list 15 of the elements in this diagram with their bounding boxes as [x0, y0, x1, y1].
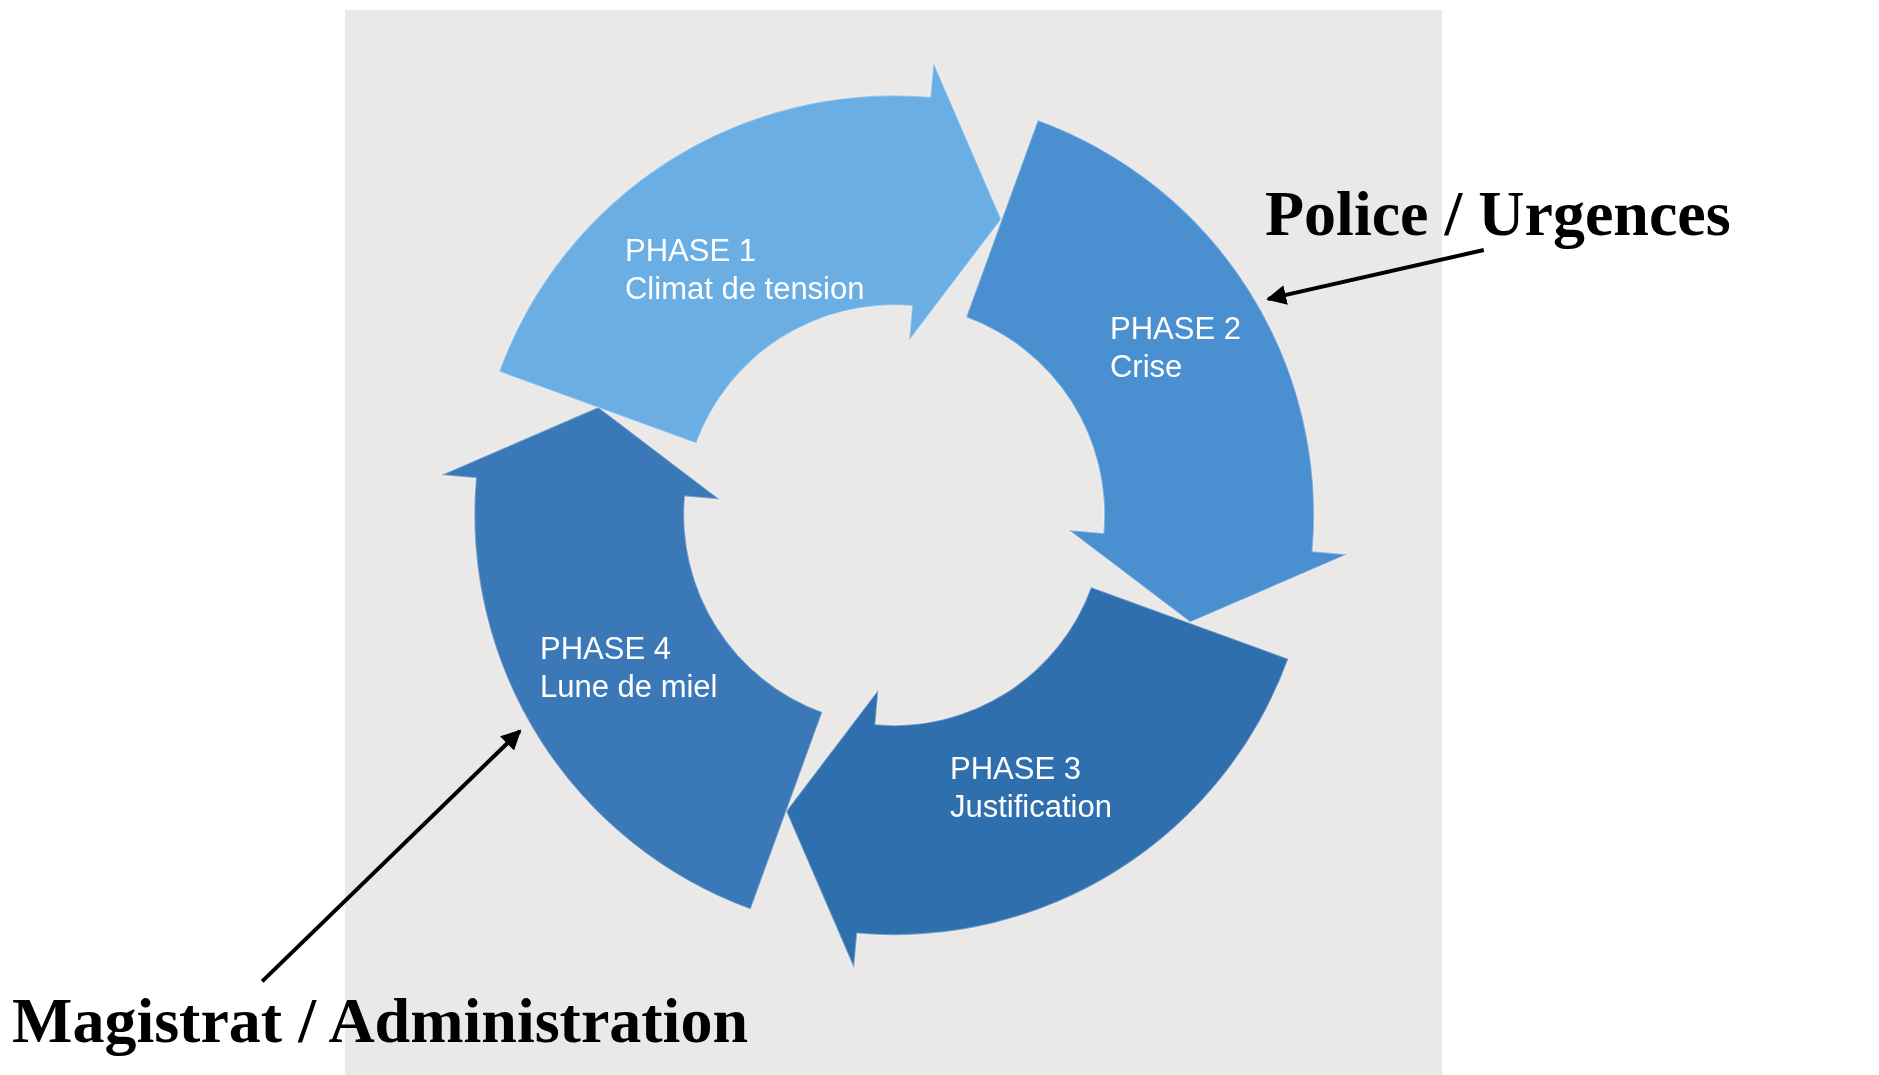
role-label: Magistrat / Administration	[12, 985, 748, 1057]
role-label: Police / Urgences	[1265, 178, 1731, 250]
phase-number: PHASE 2	[1110, 310, 1241, 348]
phase-number: PHASE 3	[950, 750, 1081, 788]
phase-number: PHASE 1	[625, 232, 756, 270]
cycle-arrow-segment	[440, 407, 823, 910]
leader-line	[1266, 248, 1485, 305]
phase-number: PHASE 4	[540, 630, 671, 668]
cycle-arrow-segment	[786, 586, 1289, 969]
phase-name: Justification	[950, 788, 1112, 826]
cycle-arrow-segment	[499, 61, 1002, 444]
phase-name: Lune de miel	[540, 668, 718, 706]
phase-name: Crise	[1110, 348, 1183, 386]
leader-line	[260, 729, 522, 983]
phase-name: Climat de tension	[625, 270, 865, 308]
